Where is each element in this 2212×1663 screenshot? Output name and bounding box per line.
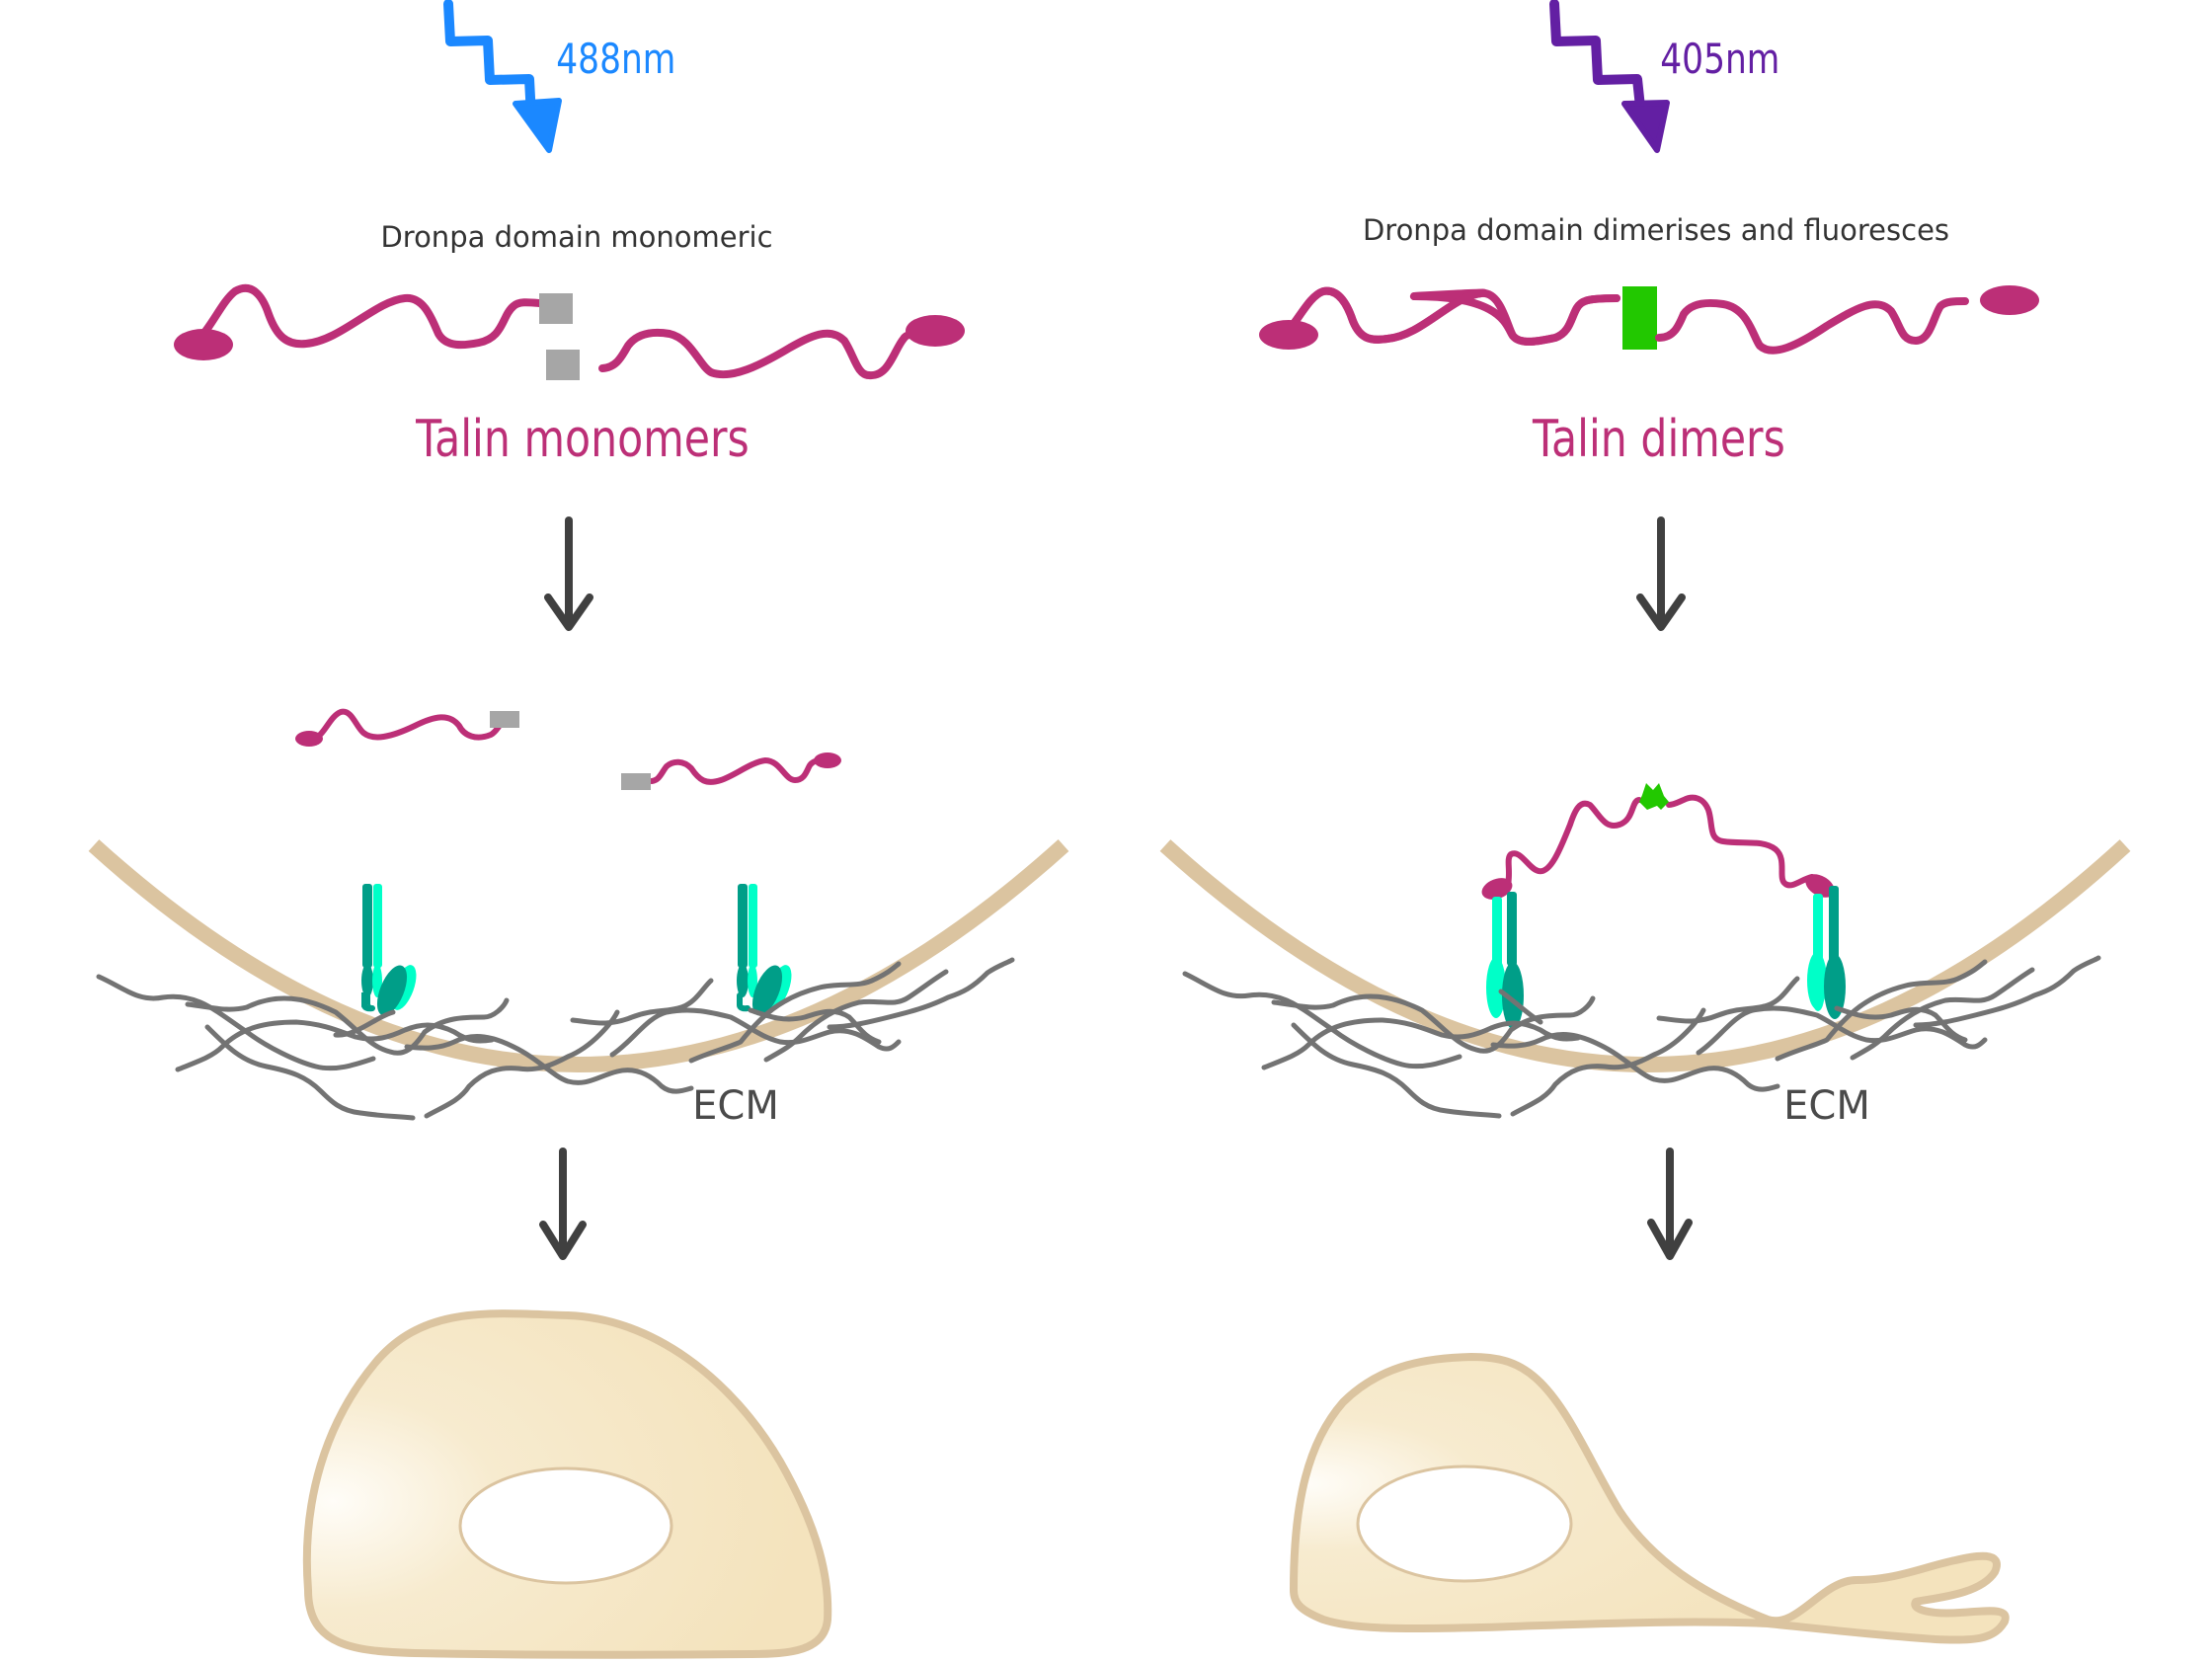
bound-talin-rod-right	[1666, 794, 1815, 889]
dronpa-domain-1	[539, 293, 573, 324]
dronpa-dimer-bottom	[1622, 318, 1657, 350]
bound-talin-head-left	[1481, 878, 1513, 900]
talin-head-2	[906, 315, 965, 347]
free-talin-rod-1	[315, 708, 518, 741]
free-talin-rod-2	[649, 757, 823, 785]
dronpa-dimer-top	[1622, 286, 1657, 318]
light-arrowhead-488	[513, 98, 562, 153]
free-dronpa-2	[621, 773, 651, 790]
dronpa-caption-monomer: Dronpa domain monomeric	[380, 220, 772, 254]
free-talin-monomers	[295, 708, 841, 790]
integrin-active-2-feet	[1807, 952, 1846, 1019]
arrow-down-icon	[544, 516, 593, 631]
talin-dimer-bound	[1481, 783, 1835, 900]
free-talin-head-1	[295, 731, 323, 747]
integrin-active-1-feet	[1486, 957, 1524, 1029]
free-talin-head-2	[814, 752, 841, 768]
light-arrowhead-405	[1621, 100, 1670, 153]
talin-dimer	[1259, 285, 2039, 355]
dronpa-domain-2	[546, 350, 580, 380]
light-bolt-405	[1549, 0, 1646, 121]
ecm-label-left: ECM	[692, 1083, 779, 1129]
arrow-down-icon	[1647, 1148, 1693, 1260]
talin-dimer-rod-right	[1655, 297, 1969, 355]
cell-nucleus-right	[1356, 1465, 1573, 1583]
light-405-icon	[1549, 0, 1670, 153]
integrin-inactive-1	[361, 884, 417, 1016]
wavelength-label-405: 405nm	[1660, 36, 1779, 84]
talin-dimer-head-right	[1980, 285, 2039, 315]
talin-monomer-pair	[174, 283, 965, 380]
panel-dimer: 405nm Dronpa domain dimerises and fluore…	[1159, 0, 2131, 1644]
talin-rod-2	[598, 328, 922, 379]
talin-dimer-rod-left-clean	[1280, 286, 1620, 346]
wavelength-label-488: 488nm	[556, 36, 675, 84]
ecm-fibres	[96, 957, 1015, 1121]
integrin-inactive-2	[737, 884, 792, 1016]
talin-rod-1	[194, 283, 543, 350]
light-488-icon	[443, 0, 562, 153]
cell-nucleus-left	[458, 1466, 673, 1585]
cell-membrane	[88, 839, 1069, 1072]
free-dronpa-1	[490, 711, 519, 728]
arrow-down-icon	[539, 1148, 587, 1260]
ecm-label-right: ECM	[1783, 1083, 1870, 1129]
state-label-monomer: Talin monomers	[415, 410, 750, 469]
talin-head-1	[174, 329, 233, 360]
dronpa-caption-dimer: Dronpa domain dimerises and fluoresces	[1363, 213, 1949, 247]
bound-talin-head-right	[1805, 874, 1835, 898]
ecm-fibres	[1182, 955, 2101, 1119]
light-bolt-488	[443, 0, 536, 121]
dronpa-fluorescent-star	[1639, 783, 1669, 810]
panel-monomer: 488nm Dronpa domain monomeric Talin mono…	[88, 0, 1069, 1659]
bound-talin-rod-left	[1505, 797, 1642, 889]
talin-dimer-head-left	[1259, 320, 1318, 350]
arrow-down-icon	[1636, 516, 1686, 631]
state-label-dimer: Talin dimers	[1532, 410, 1785, 469]
cell-membrane	[1159, 839, 2131, 1072]
